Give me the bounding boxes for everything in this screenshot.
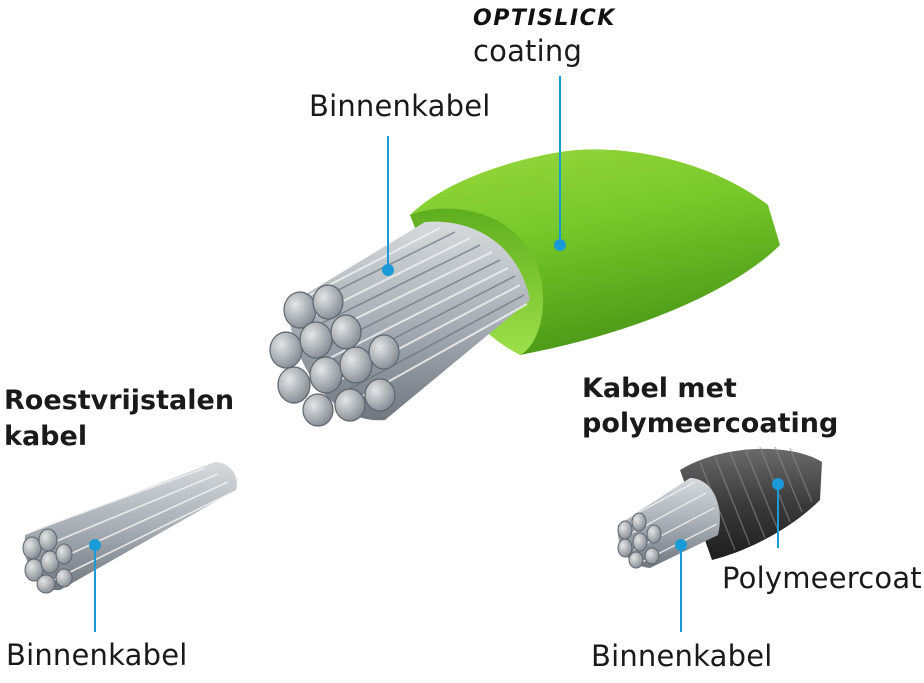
main-inner-cable-label: Binnenkabel — [309, 89, 491, 123]
stainless-twist-lines — [34, 467, 234, 581]
callout-dot-main-inner — [382, 264, 394, 276]
polymer-coat-label: Polymeercoat — [722, 561, 922, 595]
polymer-cut-end — [617, 512, 662, 569]
optislick-coating-label: coating — [473, 34, 583, 68]
callout-dot-optislick-coating — [554, 239, 566, 251]
callout-dot-polymer-inner — [675, 539, 687, 551]
callout-dot-polymer-coat — [772, 478, 784, 490]
polymer-title-line1: Kabel met — [582, 373, 737, 404]
callout-dot-stainless-inner — [89, 539, 101, 551]
stainless-title-line1: Roestvrijstalen — [4, 385, 235, 416]
main-cable-cut-end — [269, 284, 400, 427]
callouts — [89, 76, 784, 632]
stainless-cut-end — [22, 528, 73, 594]
polymer-title-line2: polymeercoating — [582, 408, 839, 439]
stainless-title-line2: kabel — [4, 421, 88, 452]
stainless-cable-illustration — [22, 462, 237, 594]
optislick-cable-illustration — [269, 149, 780, 427]
optislick-brand-logo: OPTISLICK — [473, 6, 616, 31]
stainless-inner-cable-label: Binnenkabel — [6, 638, 188, 672]
polymer-cable-illustration — [617, 446, 822, 569]
polymer-inner-cable-label: Binnenkabel — [591, 639, 773, 673]
